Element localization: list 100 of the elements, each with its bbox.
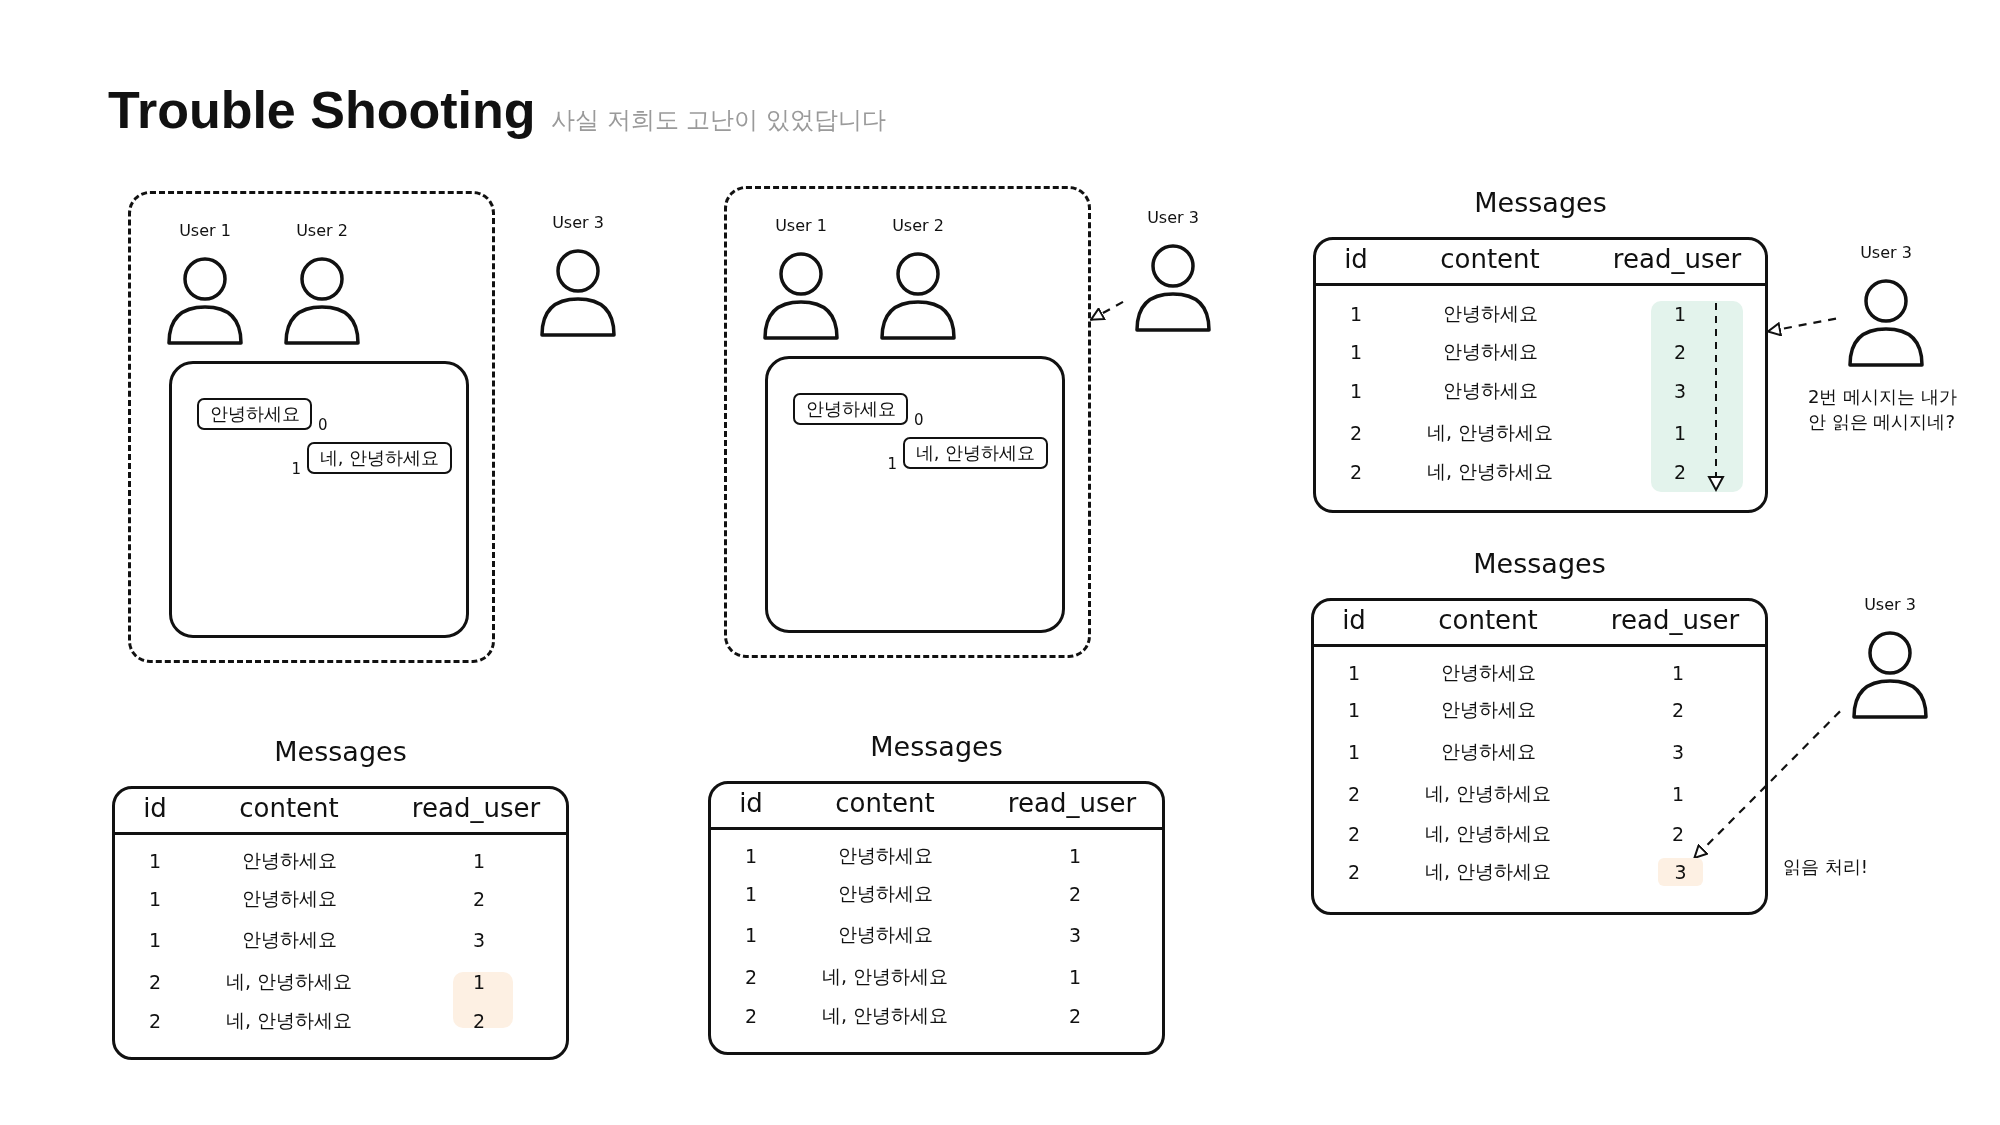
table-cell-text: 네, 안녕하세요 — [1426, 420, 1554, 445]
read-count: 0 — [914, 411, 924, 429]
table-cell-text: 네, 안녕하세요 — [225, 969, 353, 994]
table-cell: 3 — [1673, 380, 1687, 402]
user-label: User 2 — [891, 216, 945, 235]
table-cell: content — [239, 793, 339, 823]
table-cell: 1 — [1349, 380, 1363, 402]
table-cell: 2 — [148, 1010, 162, 1032]
table-cell-text: 안녕하세요 — [1442, 301, 1538, 326]
table-cell-text: 안녕하세요 — [241, 927, 337, 952]
user-label: User 3 — [1146, 208, 1200, 227]
message-bubble: 안녕하세요 — [197, 398, 312, 430]
table-cell: content — [1438, 605, 1538, 635]
table-cell: 1 — [1673, 422, 1687, 444]
dashed-arrow — [1767, 317, 1837, 337]
table-cell: 2 — [1347, 823, 1361, 845]
table-title: Messages — [1473, 548, 1606, 579]
table-cell: 1 — [148, 850, 162, 872]
table-cell-text: 안녕하세요 — [241, 886, 337, 911]
table-cell: 1 — [1068, 966, 1082, 988]
dashed-arrow — [1090, 300, 1124, 321]
read-count: 1 — [291, 460, 301, 478]
table-cell-text: 네, 안녕하세요 — [1424, 859, 1552, 884]
chat-window — [169, 361, 469, 638]
table-cell-text: 안녕하세요 — [837, 843, 933, 868]
user-label: User 1 — [178, 221, 232, 240]
table-cell: 1 — [744, 845, 758, 867]
note: 2번 메시지는 내가 안 읽은 메시지네? — [1808, 385, 1958, 434]
table-cell: 2 — [1671, 823, 1685, 845]
table-cell: id — [1342, 605, 1366, 635]
highlighted-cell: 3 — [1658, 858, 1703, 886]
table-cell: 1 — [1347, 741, 1361, 763]
table-cell: 3 — [472, 929, 486, 951]
user-label: User 1 — [774, 216, 828, 235]
table-cell: 2 — [744, 966, 758, 988]
table-cell-text: 안녕하세요 — [1440, 697, 1536, 722]
user-label: User 3 — [551, 213, 605, 232]
table-cell: 2 — [1347, 783, 1361, 805]
table-cell: 3 — [1671, 741, 1685, 763]
table-cell: 2 — [1349, 461, 1363, 483]
table-cell: 2 — [1673, 341, 1687, 363]
subtitle: 사실 저희도 고난이 있었답니다 — [551, 105, 886, 136]
user-label: User 3 — [1859, 243, 1913, 262]
table-cell: 1 — [1349, 303, 1363, 325]
table-cell-text: 안녕하세요 — [837, 881, 933, 906]
table-cell: 1 — [744, 924, 758, 946]
table-cell: 1 — [744, 883, 758, 905]
table-cell-text: 안녕하세요 — [1442, 378, 1538, 403]
table-title: Messages — [274, 736, 407, 767]
dashed-frame — [128, 191, 495, 663]
table-cell: id — [1344, 244, 1368, 274]
table-cell-text: 네, 안녕하세요 — [225, 1008, 353, 1033]
message-bubble: 네, 안녕하세요 — [307, 442, 452, 474]
message-bubble: 안녕하세요 — [793, 393, 908, 425]
table-cell: 1 — [472, 850, 486, 872]
table-cell: 1 — [1673, 303, 1687, 325]
table-cell: id — [739, 788, 763, 818]
table-cell: read_user — [1610, 605, 1740, 635]
table-cell: 1 — [1671, 662, 1685, 684]
table-cell: 1 — [1671, 783, 1685, 805]
table-title: Messages — [870, 731, 1003, 762]
table-cell: 1 — [1347, 699, 1361, 721]
table-cell-text: 안녕하세요 — [241, 848, 337, 873]
read-count: 0 — [318, 416, 328, 434]
table-cell: 2 — [1671, 699, 1685, 721]
table-cell: 1 — [148, 888, 162, 910]
table-cell: 2 — [1673, 461, 1687, 483]
user-label: User 3 — [1863, 595, 1917, 614]
table-cell: 2 — [1068, 1005, 1082, 1027]
table-cell-text: 네, 안녕하세요 — [821, 1003, 949, 1028]
table-cell-text: 안녕하세요 — [837, 922, 933, 947]
table-cell: id — [143, 793, 167, 823]
user-label: User 2 — [295, 221, 349, 240]
table-cell-text: 네, 안녕하세요 — [1426, 459, 1554, 484]
table-cell: 1 — [1349, 341, 1363, 363]
table-cell: content — [835, 788, 935, 818]
table-cell: read_user — [1007, 788, 1137, 818]
table-cell: read_user — [1612, 244, 1742, 274]
chat-window — [765, 356, 1065, 633]
table-cell: 1 — [1347, 662, 1361, 684]
table-cell: 2 — [1347, 861, 1361, 883]
note: 읽음 처리! — [1783, 855, 1868, 879]
table-cell: 2 — [744, 1005, 758, 1027]
table-cell: 2 — [472, 888, 486, 910]
table-cell-text: 네, 안녕하세요 — [1424, 781, 1552, 806]
table-cell: 1 — [1068, 845, 1082, 867]
table-cell: 2 — [472, 1010, 486, 1032]
message-bubble: 네, 안녕하세요 — [903, 437, 1048, 469]
table-cell: 2 — [148, 971, 162, 993]
table-cell: read_user — [411, 793, 541, 823]
title: Trouble Shooting — [108, 80, 536, 140]
dashed-frame — [724, 186, 1091, 658]
table-cell: 1 — [472, 971, 486, 993]
table-cell-text: 안녕하세요 — [1442, 339, 1538, 364]
table-cell-text: 안녕하세요 — [1440, 660, 1536, 685]
table-title: Messages — [1474, 187, 1607, 218]
table-cell: content — [1440, 244, 1540, 274]
table-cell-text: 네, 안녕하세요 — [1424, 821, 1552, 846]
table-cell: 2 — [1068, 883, 1082, 905]
table-cell: 2 — [1349, 422, 1363, 444]
